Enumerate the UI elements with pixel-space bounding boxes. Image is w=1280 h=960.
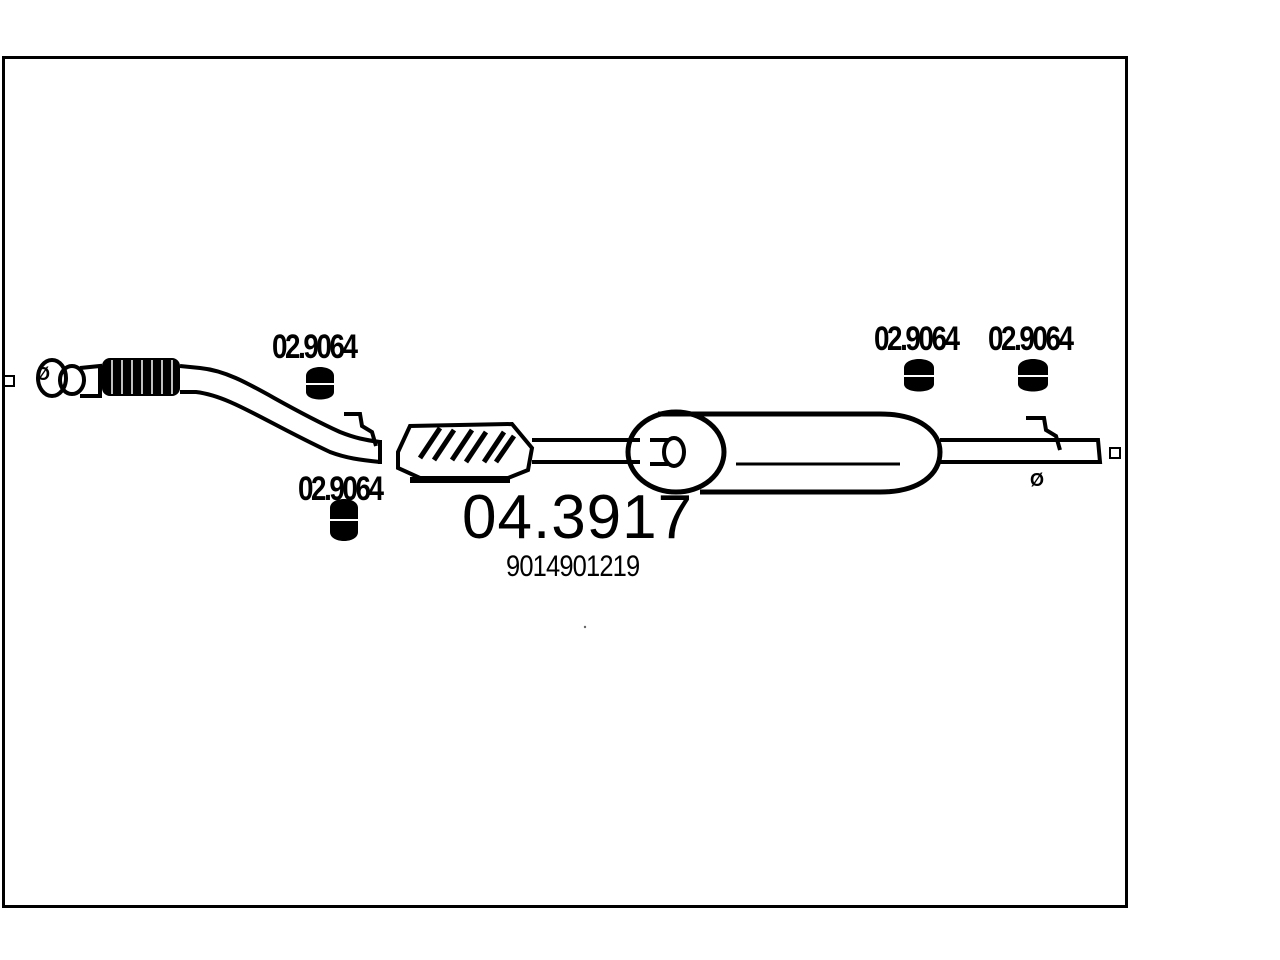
diagram-frame bbox=[2, 56, 1128, 908]
clamp-label-3: 02.9064 bbox=[874, 320, 960, 358]
clamp-label-1: 02.9064 bbox=[272, 328, 358, 366]
hanger-hook-right bbox=[1026, 416, 1062, 451]
rear-silencer bbox=[625, 409, 943, 495]
hanger-hook-left bbox=[344, 412, 378, 447]
clamp-label-4: 02.9064 bbox=[988, 320, 1074, 358]
front-pipe bbox=[179, 364, 382, 464]
tail-pipe bbox=[940, 438, 1103, 464]
diameter-label-right: Ø bbox=[1030, 470, 1045, 490]
stray-dot bbox=[583, 625, 587, 629]
rubber-mount-4 bbox=[1018, 359, 1048, 392]
front-silencer bbox=[396, 421, 535, 483]
rubber-mount-3 bbox=[904, 359, 934, 392]
middle-pipe bbox=[532, 438, 640, 464]
clamp-label-2: 02.9064 bbox=[298, 470, 384, 508]
main-part-number: 04.3917 bbox=[462, 483, 694, 552]
right-edge-marker bbox=[1109, 447, 1121, 459]
oe-number: 9014901219 bbox=[506, 550, 640, 583]
diameter-label-left: Ø bbox=[36, 364, 51, 384]
left-edge-marker bbox=[3, 375, 15, 387]
rubber-mount-1 bbox=[306, 367, 334, 400]
flex-pipe bbox=[102, 358, 180, 396]
inlet-flange bbox=[36, 358, 102, 398]
rubber-mount-2 bbox=[330, 499, 358, 541]
